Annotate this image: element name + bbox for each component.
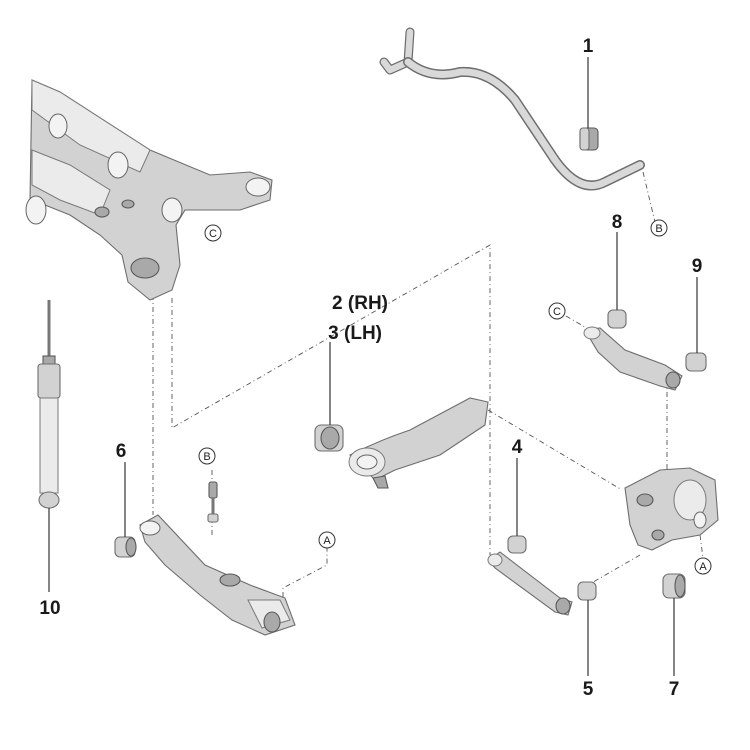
svg-text:A: A	[699, 561, 707, 573]
bushing-6	[114, 536, 137, 558]
lower-lateral-arm	[487, 551, 573, 616]
connection-lines	[152, 171, 704, 597]
ref-marker-a-knuckle: A	[694, 557, 712, 575]
bushing-5	[577, 581, 597, 601]
bushing-9	[685, 352, 707, 372]
svg-text:B: B	[203, 451, 210, 463]
callout-9: 9	[692, 256, 703, 277]
callout-7: 7	[669, 679, 680, 700]
callout-6: 6	[116, 441, 127, 462]
rear-subframe	[25, 79, 273, 301]
callout-3: 3 (LH)	[328, 323, 382, 344]
wheel-knuckle	[624, 467, 719, 551]
callout-labels: 1 2 (RH) 3 (LH) 4 5 6 7 8 9 10	[39, 36, 702, 700]
ref-marker-c-subframe: C	[204, 224, 222, 242]
bushing-7	[662, 573, 686, 599]
reference-markers: C C B B A A	[198, 219, 712, 575]
ref-marker-c-arm: C	[548, 302, 566, 320]
svg-text:A: A	[323, 535, 331, 547]
stabilizer-bushing	[579, 127, 599, 151]
trailing-arm	[348, 397, 489, 489]
stabilizer-link	[207, 481, 219, 523]
callout-1: 1	[583, 36, 594, 57]
ref-marker-a-arm: A	[318, 531, 336, 549]
svg-text:B: B	[655, 223, 662, 235]
trailing-arm-bushing	[314, 424, 344, 452]
lower-control-arm	[139, 514, 296, 636]
stabilizer-bar	[379, 27, 645, 191]
svg-text:C: C	[209, 228, 217, 240]
callout-8: 8	[612, 212, 623, 233]
shock-absorber	[37, 300, 61, 509]
bushing-4	[507, 535, 527, 554]
bushing-8	[607, 309, 627, 329]
ref-marker-b-link: B	[198, 447, 216, 465]
upper-control-arm	[583, 326, 683, 391]
ref-marker-b-bar: B	[650, 219, 668, 237]
callout-10: 10	[39, 598, 60, 619]
callout-4: 4	[512, 437, 523, 458]
svg-text:C: C	[553, 306, 561, 318]
callout-2: 2 (RH)	[332, 293, 388, 314]
callout-5: 5	[583, 679, 594, 700]
leader-lines	[48, 57, 698, 676]
